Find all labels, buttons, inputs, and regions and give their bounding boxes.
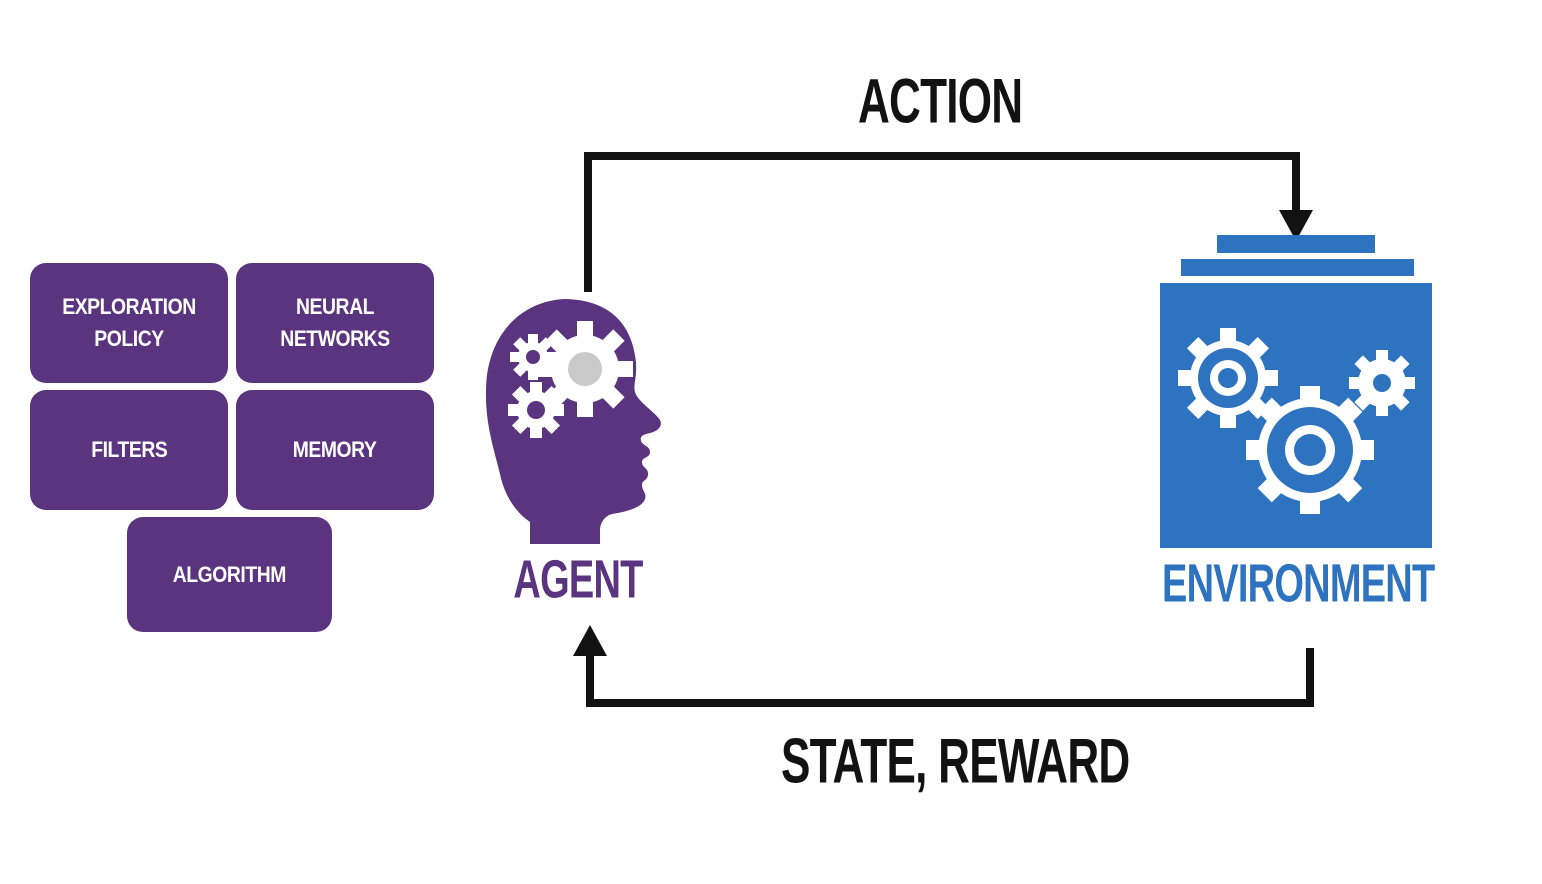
gear-icon [508, 382, 564, 438]
environment-machine-icon [1160, 283, 1432, 548]
component-memory: MEMORY [236, 390, 434, 510]
action-label-text: ACTION [857, 65, 1023, 137]
action-label: ACTION [770, 66, 1110, 136]
component-label: FILTERS [90, 437, 168, 463]
component-exploration-policy: EXPLORATION POLICY [30, 263, 228, 383]
environment-lid-bar-top [1217, 235, 1375, 253]
environment-label: ENVIRONMENT [1118, 552, 1478, 614]
gear-icon [1246, 386, 1374, 514]
component-label: EXPLORATION POLICY [62, 294, 196, 351]
state-reward-label-text: STATE, REWARD [780, 725, 1130, 797]
component-label: MEMORY [293, 437, 377, 463]
head-silhouette [485, 299, 661, 544]
gear-icon [1349, 350, 1415, 416]
component-label: ALGORITHM [172, 561, 287, 587]
environment-lid-bar-bottom [1181, 259, 1414, 276]
agent-label-text: AGENT [512, 548, 643, 610]
arrowhead-up-icon [573, 625, 607, 656]
gear-icon [510, 334, 556, 380]
component-algorithm: ALGORITHM [127, 517, 332, 632]
agent-head-icon [470, 283, 685, 545]
agent-label: AGENT [455, 548, 700, 610]
gear-icon [537, 321, 633, 417]
state-reward-arrow [573, 625, 1314, 707]
state-reward-label: STATE, REWARD [755, 726, 1155, 796]
component-label: NEURAL NETWORKS [280, 294, 390, 351]
component-neural-networks: NEURAL NETWORKS [236, 263, 434, 383]
environment-label-text: ENVIRONMENT [1161, 552, 1435, 614]
gear-icon [1178, 328, 1278, 428]
component-filters: FILTERS [30, 390, 228, 510]
